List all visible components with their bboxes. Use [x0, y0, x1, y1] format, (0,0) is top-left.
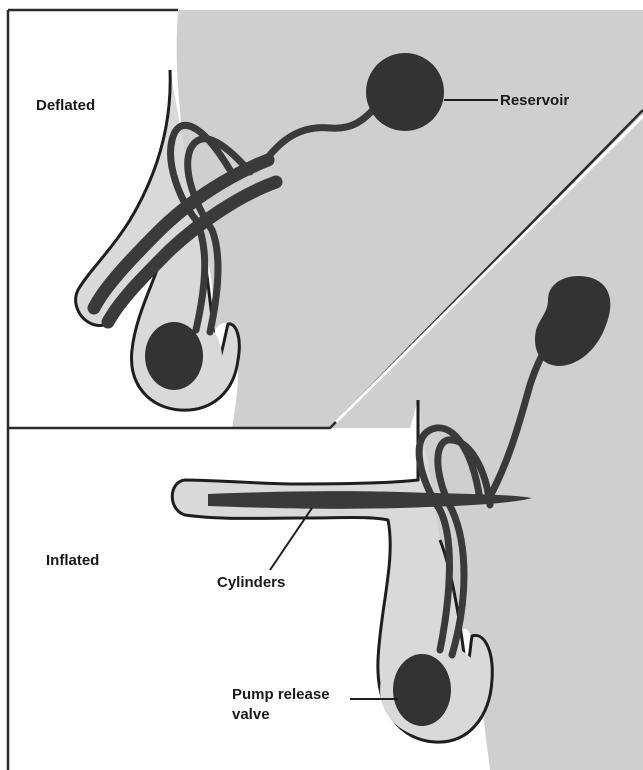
pump-label-line2: valve — [232, 706, 270, 723]
inflated-pump — [393, 654, 451, 726]
deflated-pump — [145, 322, 203, 390]
pump-label-line1: Pump release — [232, 686, 330, 703]
cylinders-label: Cylinders — [217, 574, 285, 591]
reservoir-label: Reservoir — [500, 92, 569, 109]
inflated-label: Inflated — [46, 552, 99, 569]
deflated-label: Deflated — [36, 97, 95, 114]
deflated-reservoir — [366, 53, 444, 131]
